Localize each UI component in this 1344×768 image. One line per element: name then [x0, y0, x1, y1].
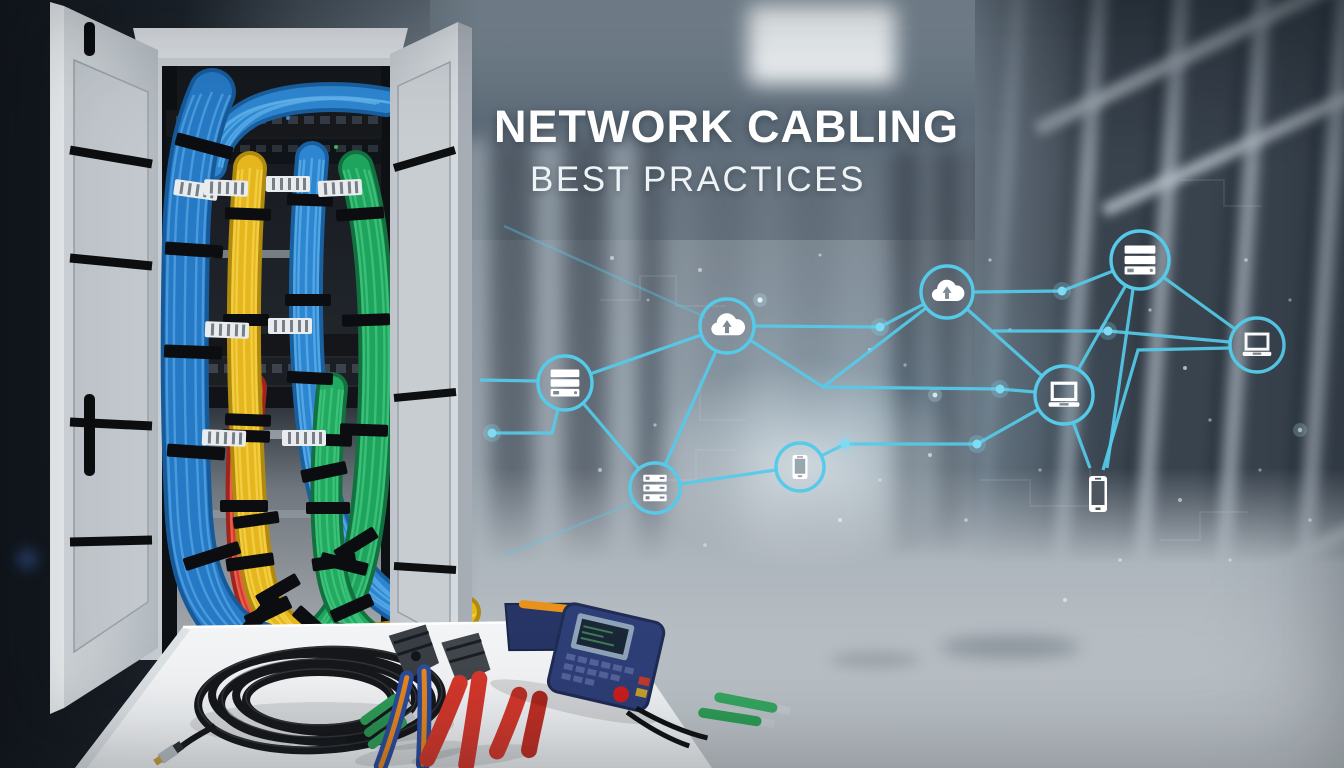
- cloud-node-left: [698, 297, 756, 355]
- server-icon: [550, 369, 580, 397]
- laptop-icon: [1047, 381, 1081, 409]
- status-led-glow-blue: [12, 544, 42, 574]
- tester-probe-cables: [698, 692, 791, 728]
- cable-tester: [490, 600, 709, 749]
- crimping-tool-red: [411, 632, 548, 768]
- tablet-node: [774, 441, 826, 493]
- door-handle: [84, 394, 95, 476]
- tablet-icon: [792, 455, 808, 479]
- server-node-left: [536, 354, 594, 412]
- server-node-right: [1109, 229, 1171, 291]
- cabinet-top-face: [133, 28, 408, 60]
- door-hinge: [84, 22, 95, 56]
- floor-smudge: [940, 636, 1080, 658]
- server-icon: [1124, 245, 1156, 275]
- smartphone-icon: [1089, 476, 1107, 512]
- page-subtitle: BEST PRACTICES: [530, 159, 866, 199]
- cloud-upload-icon: [931, 279, 965, 301]
- laptop-node-center: [1033, 364, 1095, 426]
- smartphone-node: [1089, 476, 1107, 512]
- cabinet-door-left: [50, 2, 158, 714]
- server-stack-node: [628, 461, 682, 515]
- tester-red-button: [613, 686, 630, 703]
- network-links: [479, 224, 1236, 557]
- junction-dots: [483, 282, 1117, 453]
- cabinet-door-right: [390, 22, 472, 688]
- floor-smudge: [830, 652, 920, 668]
- cable-connector: [153, 741, 185, 766]
- network-nodes: [536, 229, 1286, 515]
- laptop-icon: [1241, 332, 1273, 358]
- cloud-node-right: [919, 264, 975, 320]
- title-block: NETWORK CABLING BEST PRACTICES: [494, 101, 959, 200]
- circuit-traces: [600, 179, 1262, 541]
- cloud-upload-icon: [711, 313, 746, 336]
- server-stack-icon: [643, 474, 667, 502]
- page-title: NETWORK CABLING: [494, 101, 959, 152]
- particle-dots: [598, 253, 1312, 602]
- tester-keypad: [561, 653, 635, 686]
- laptop-node-right: [1228, 316, 1286, 374]
- ceiling-light-panel: [748, 4, 896, 84]
